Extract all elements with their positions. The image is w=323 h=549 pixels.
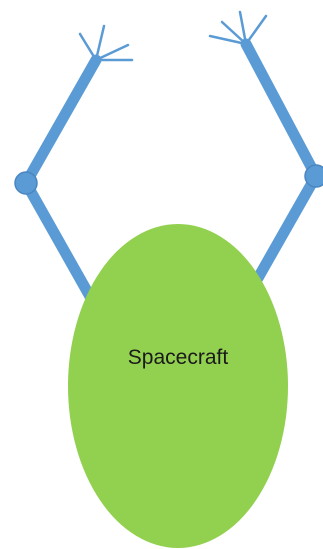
right-arm [246, 44, 316, 278]
spacecraft-label: Spacecraft [128, 346, 229, 369]
right-upper-arm [246, 44, 316, 176]
left-lower-arm [26, 183, 92, 300]
right-gripper-claw-icon [210, 12, 266, 44]
left-gripper-claw-icon [80, 26, 132, 60]
elbow-joint-left [15, 172, 37, 194]
elbow-joint-right [305, 165, 323, 187]
right-lower-arm [258, 176, 316, 278]
left-upper-arm [26, 60, 96, 183]
spacecraft-body [68, 224, 288, 548]
